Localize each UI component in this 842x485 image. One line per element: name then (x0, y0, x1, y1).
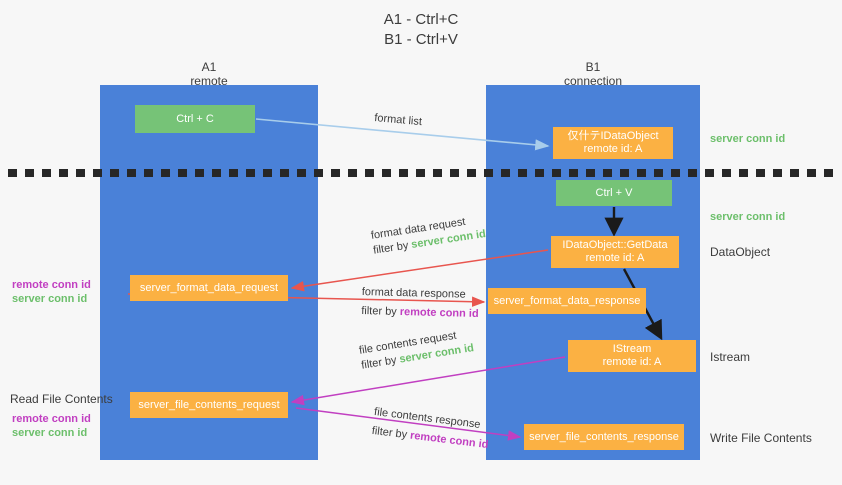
caption-file-contents-response-filter-prefix: filter by (371, 424, 411, 442)
box-idataobject-remote-id: remote id: A (583, 143, 643, 155)
title-line-2: B1 - Ctrl+V (384, 31, 458, 48)
column-b1-subtitle: connection (563, 74, 623, 88)
box-server-format-data-response[interactable]: server_format_data_response (488, 288, 646, 314)
box-server-format-data-response-label: server_format_data_response (493, 294, 641, 307)
box-ctrl-c[interactable]: Ctrl + C (135, 105, 255, 133)
box-server-file-contents-response-label: server_file_contents_response (529, 430, 679, 443)
label-server-conn-id-2: server conn id (12, 427, 88, 439)
box-istream-remote-id: remote id: A (602, 356, 662, 368)
label-group-conn-ids-lower: remote conn id server conn id (12, 412, 91, 440)
title-line-1: A1 - Ctrl+C (383, 11, 459, 28)
caption-file-contents-request: file contents request filter by server c… (358, 326, 475, 373)
box-ctrl-c-label: Ctrl + C (176, 112, 214, 125)
box-getdata-remote-id: remote id: A (585, 252, 645, 264)
box-server-format-data-request[interactable]: server_format_data_request (130, 275, 288, 301)
box-idataobject-label: 仅什テIDataObject (567, 130, 659, 142)
label-group-conn-ids-upper: remote conn id server conn id (12, 278, 91, 306)
box-idataobject-getdata[interactable]: IDataObject::GetData remote id: A (551, 236, 679, 268)
caption-file-contents-response: file contents response filter by remote … (371, 405, 492, 453)
label-server-conn-id-top: server conn id (710, 133, 786, 145)
box-istream[interactable]: IStream remote id: A (568, 340, 696, 372)
caption-format-data-response: format data response filter by remote co… (361, 285, 479, 322)
column-a1-name: A1 (201, 60, 217, 74)
caption-format-data-response-line2: filter by remote conn id (361, 304, 479, 322)
label-istream: Istream (710, 350, 751, 364)
column-header-b1: B1 connection (486, 60, 700, 88)
label-server-conn-id-1: server conn id (12, 293, 88, 305)
caption-format-data-response-line1: format data response (361, 285, 466, 301)
box-idataobject[interactable]: 仅什テIDataObject remote id: A (553, 127, 673, 159)
dashed-divider (8, 169, 838, 177)
column-header-a1: A1 remote (100, 60, 318, 88)
label-server-conn-id-mid: server conn id (710, 211, 786, 223)
box-ctrl-v[interactable]: Ctrl + V (556, 180, 672, 206)
page-title: A1 - Ctrl+C B1 - Ctrl+V (0, 10, 842, 50)
label-remote-conn-id-1: remote conn id (12, 279, 91, 291)
column-a1-subtitle: remote (190, 74, 228, 88)
box-server-file-contents-request-label: server_file_contents_request (138, 398, 280, 411)
label-data-object: DataObject (710, 245, 771, 259)
box-ctrl-v-label: Ctrl + V (595, 186, 633, 199)
box-server-file-contents-response[interactable]: server_file_contents_response (524, 424, 684, 450)
box-getdata-label: IDataObject::GetData (562, 239, 668, 251)
caption-format-list: format list (373, 111, 423, 129)
label-remote-conn-id-2: remote conn id (12, 413, 91, 425)
box-server-file-contents-request[interactable]: server_file_contents_request (130, 392, 288, 418)
caption-format-data-response-filter-prefix: filter by (361, 304, 400, 318)
column-b1-name: B1 (585, 60, 601, 74)
box-istream-label: IStream (612, 343, 652, 355)
label-read-file-contents: Read File Contents (10, 392, 113, 406)
box-server-format-data-request-label: server_format_data_request (139, 281, 279, 294)
caption-format-data-response-filter-value: remote conn id (399, 306, 479, 321)
label-write-file-contents: Write File Contents (710, 431, 812, 445)
caption-format-data-request: format data request filter by server con… (370, 212, 487, 258)
